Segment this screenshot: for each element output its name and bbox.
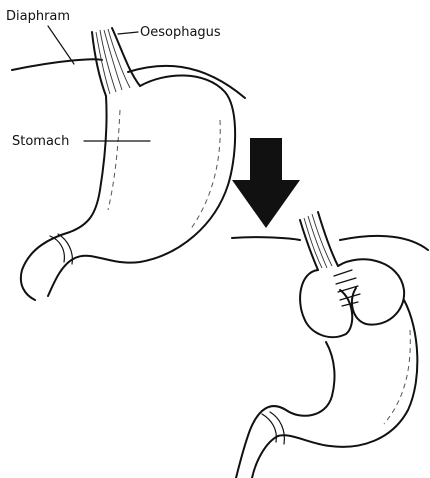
label-stomach: Stomach [12, 134, 150, 149]
stomach-inner-dash-after [384, 330, 410, 424]
diaphragm-label: Diaphram [6, 9, 70, 24]
label-oesophagus: Oesophagus [118, 25, 221, 40]
fundus-wrap-left [300, 270, 352, 337]
oesophagus-before [92, 28, 140, 96]
fundus-wrap-right [338, 259, 404, 324]
oesophagus-after [300, 212, 338, 270]
before-stomach-illustration [12, 28, 245, 300]
after-stomach-illustration [232, 212, 428, 478]
stomach-inner-dash-before [108, 110, 220, 230]
label-diaphragm: Diaphram [6, 9, 74, 64]
stomach-label: Stomach [12, 134, 69, 149]
down-arrow [232, 138, 300, 228]
stomach-outline-before [21, 75, 235, 300]
stomach-outline-after [236, 300, 417, 478]
oesophagus-label: Oesophagus [140, 25, 221, 40]
